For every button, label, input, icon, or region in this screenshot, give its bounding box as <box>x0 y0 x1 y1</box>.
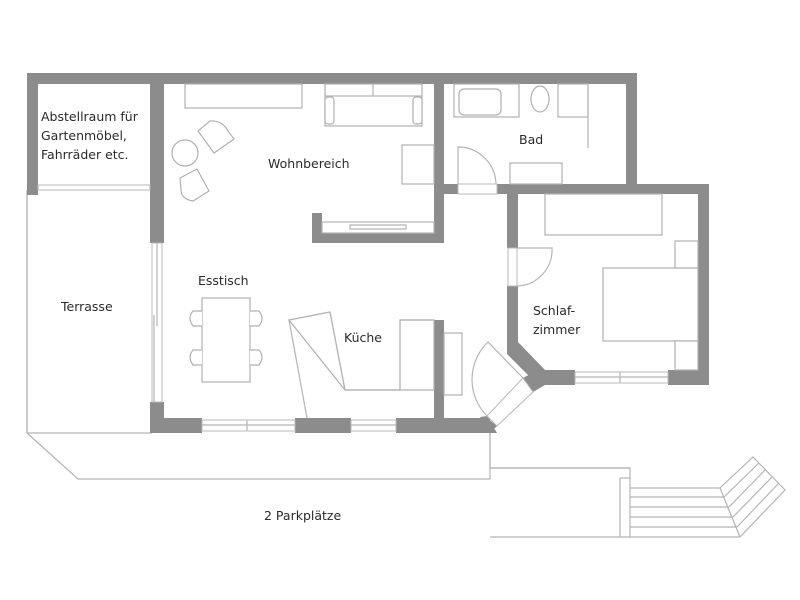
doors <box>457 146 553 427</box>
parking-label: 2 Parkplätze <box>264 508 342 523</box>
kitchen-label: Küche <box>344 330 382 345</box>
storage-room-label: Abstellraum für Gartenmöbel, Fahrräder e… <box>41 109 138 162</box>
walls <box>27 73 709 433</box>
steps <box>630 456 786 538</box>
living-room-label: Wohnbereich <box>268 156 350 171</box>
dining-label: Esstisch <box>198 273 249 288</box>
bedroom-label: Schlaf- zimmer <box>533 303 581 337</box>
furniture <box>171 83 699 419</box>
windows <box>37 184 669 432</box>
terrace-label: Terrasse <box>61 299 113 314</box>
bath-room-label: Bad <box>519 132 544 147</box>
